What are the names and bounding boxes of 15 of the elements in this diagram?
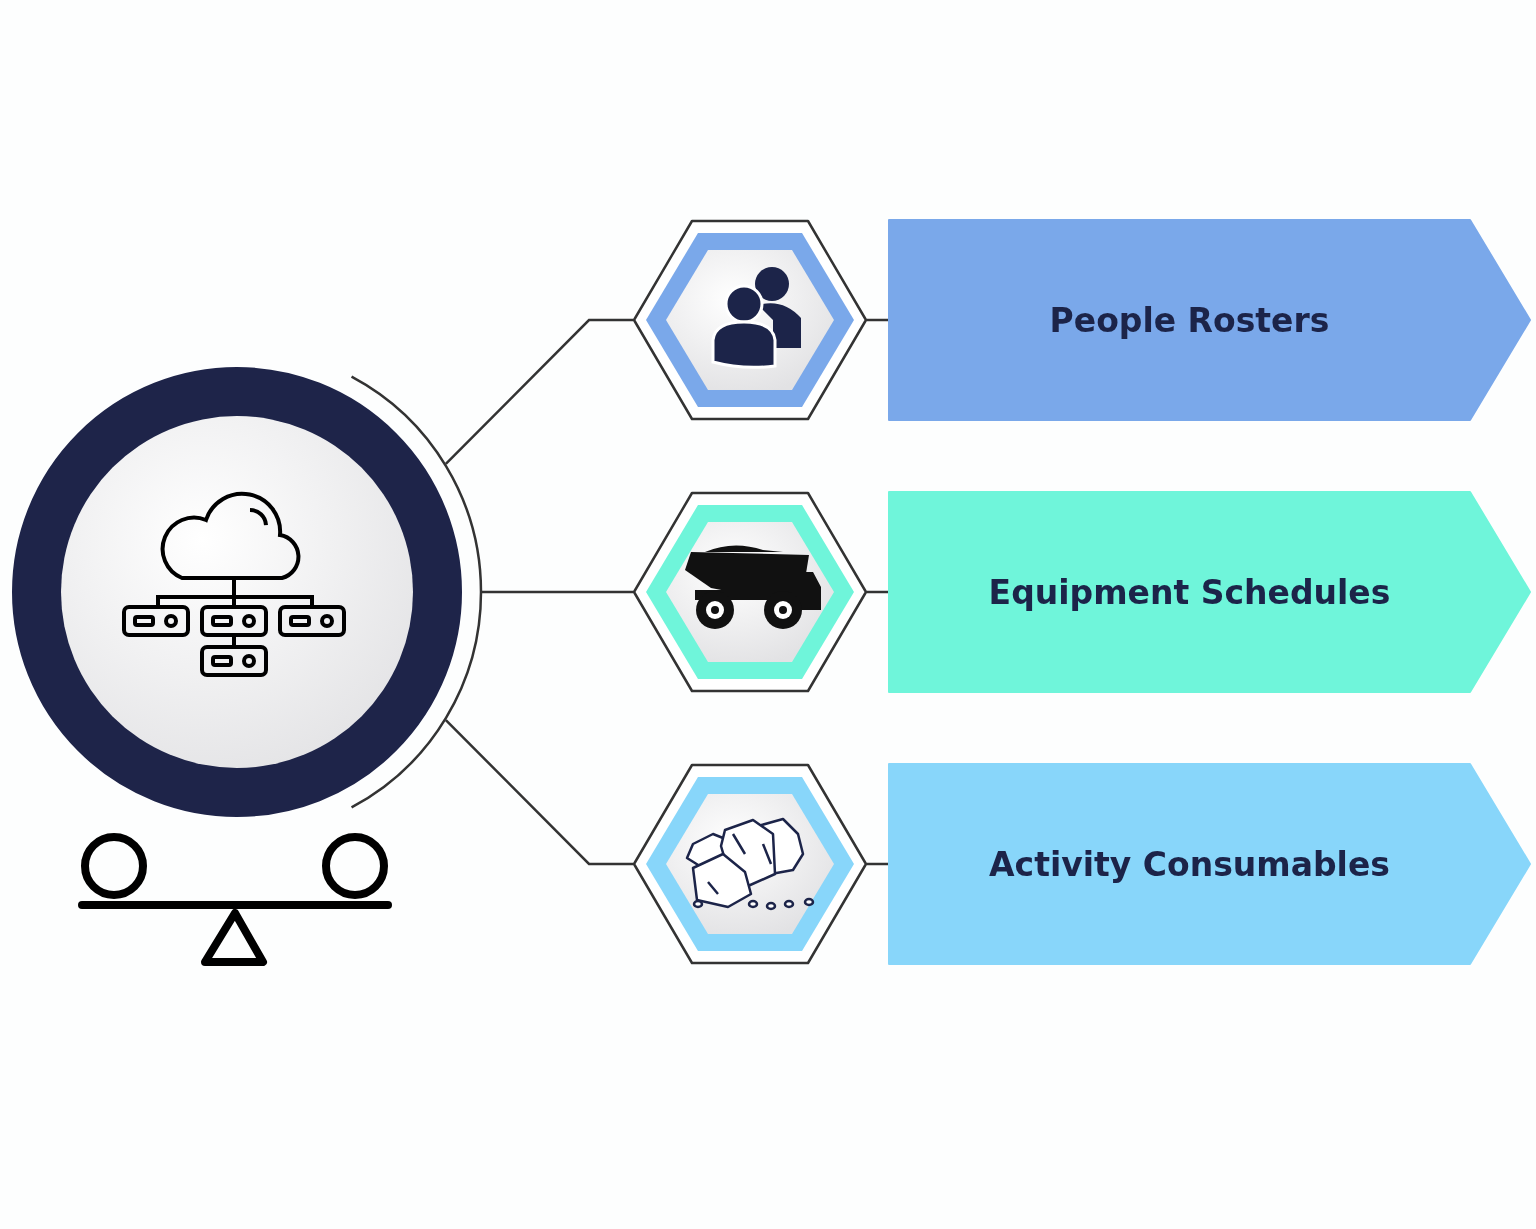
- connector-line: [867, 590, 889, 594]
- banner-label: People Rosters: [1049, 300, 1330, 340]
- hexagon-badge: [633, 220, 867, 420]
- arrow-banner: [889, 492, 1530, 692]
- hexagon-badge: [633, 492, 867, 692]
- connector-line: [482, 590, 633, 594]
- connector-line: [867, 862, 889, 866]
- hexagon-badge: [633, 764, 867, 964]
- connector-line: [445, 318, 633, 465]
- connector-line: [867, 318, 889, 322]
- arrow-banner: [889, 220, 1530, 420]
- banner-label: Activity Consumables: [989, 844, 1390, 884]
- connector-line: [445, 719, 633, 866]
- arrow-banner: [889, 764, 1530, 964]
- banner-label: Equipment Schedules: [988, 572, 1391, 612]
